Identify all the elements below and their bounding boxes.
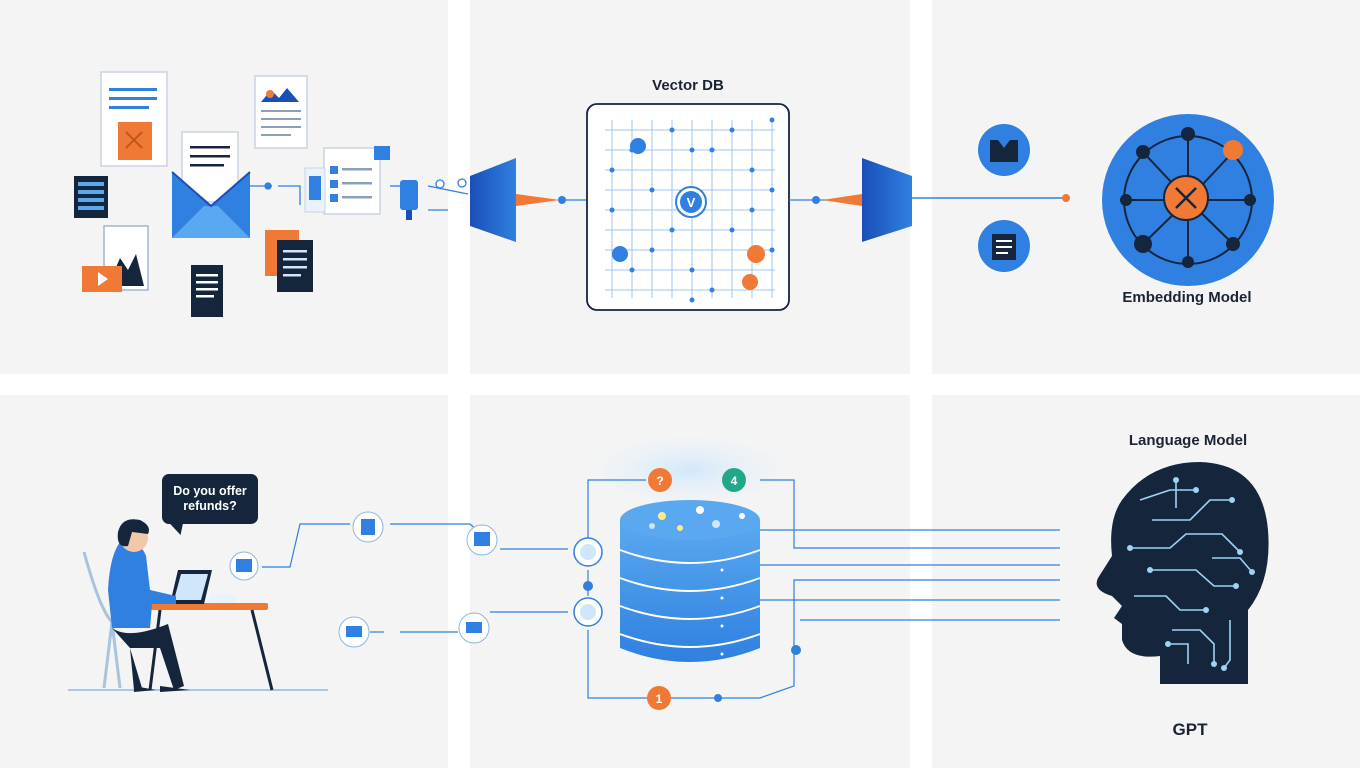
- svg-text:?: ?: [656, 474, 663, 488]
- db-input-nodes: [573, 537, 801, 702]
- vector-db-box: V: [586, 103, 790, 311]
- language-model-label: Language Model: [1128, 432, 1248, 449]
- form-document-icon: [304, 146, 390, 215]
- user-question-text: Do you offer refunds?: [173, 484, 247, 513]
- text-document-icon: [191, 265, 223, 317]
- plug-connector-icon: [400, 180, 418, 220]
- query-node-icons: [229, 511, 498, 648]
- vector-db-label: Vector DB: [652, 77, 724, 94]
- user-question-bubble: Do you offer refunds?: [162, 474, 258, 524]
- embedding-funnel-icon: [822, 158, 912, 242]
- language-model-head-icon: [1096, 462, 1269, 684]
- db-badge-1: ?: [648, 468, 672, 492]
- svg-text:1: 1: [656, 692, 663, 706]
- embedding-model-label: Embedding Model: [1122, 289, 1252, 306]
- embedding-doc-icon: [978, 220, 1030, 272]
- database-retrieval-connectors: [587, 479, 1060, 699]
- vector-center-marker: V: [687, 195, 696, 210]
- embedding-input-icon: [978, 124, 1030, 176]
- document-icon: [100, 71, 168, 167]
- db-badge-2: 4: [722, 468, 746, 492]
- document-connectors: [250, 178, 469, 211]
- svg-text:4: 4: [731, 474, 738, 488]
- panel-user-query: [0, 395, 448, 768]
- report-document-icon: [265, 230, 313, 292]
- query-connectors: [262, 523, 568, 633]
- gpt-label: GPT: [1172, 720, 1208, 739]
- documents-cluster: [74, 71, 390, 317]
- spreadsheet-icon: [74, 176, 108, 218]
- ingest-funnel-icon: [470, 158, 588, 242]
- vector-points: [609, 117, 775, 303]
- embedding-model-network-icon: [1102, 114, 1274, 286]
- email-envelope-icon: [171, 131, 251, 238]
- user-at-desk-illustration: [68, 519, 328, 692]
- db-badge-3: 1: [647, 686, 671, 710]
- database-cylinder-icon: [619, 500, 761, 662]
- image-document-icon: [254, 75, 308, 149]
- photo-icon: [82, 225, 149, 292]
